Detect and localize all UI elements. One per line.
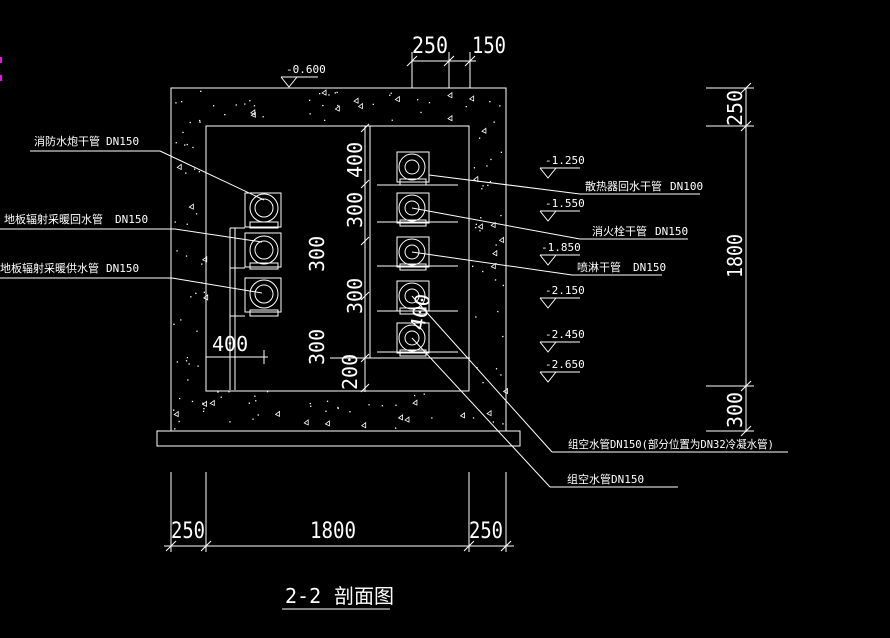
bottom-dimension: 250 1800 250 bbox=[164, 472, 514, 552]
elevation-top: -0.600 bbox=[280, 63, 326, 88]
right-elevations: -1.250 -1.550 -1.850 -2.150 -2.450 -2.65… bbox=[539, 154, 585, 383]
pipe-sprinkler bbox=[396, 236, 430, 271]
right-pipe-rack bbox=[369, 126, 458, 358]
edge-marks bbox=[0, 57, 2, 81]
dim-inner-300b: 300 bbox=[305, 236, 329, 272]
elev-1250: -1.250 bbox=[545, 154, 585, 167]
inner-dimensions: 400 300 300 300 300 200 400 400 bbox=[206, 123, 470, 393]
size-floor-return: DN150 bbox=[115, 213, 148, 226]
pipe-floor-heating-return bbox=[244, 232, 282, 270]
elev-1850: -1.850 bbox=[541, 241, 581, 254]
dim-inner-400-right: 400 bbox=[405, 292, 435, 332]
right-dimension: 250 1800 300 bbox=[706, 82, 754, 437]
elev-2150: -2.150 bbox=[545, 284, 585, 297]
dim-top-150: 150 bbox=[472, 34, 506, 59]
elev-1550: -1.550 bbox=[545, 197, 585, 210]
elev-2450: -2.450 bbox=[545, 328, 585, 341]
drawing-title-block: 2-2 剖面图 bbox=[282, 584, 394, 610]
top-dimension: 250 150 bbox=[406, 34, 506, 88]
label-fire-hydrant: 消火栓干管 bbox=[592, 224, 647, 238]
elevation-label: -0.600 bbox=[286, 63, 326, 76]
size-fire-cannon: DN150 bbox=[106, 135, 139, 148]
callout-chilled-water: 组空水管DN150 bbox=[567, 472, 644, 486]
dim-bottom-250-right: 250 bbox=[469, 519, 503, 544]
right-labels: 散热器回水干管 DN100 消火栓干管 DN150 喷淋干管 DN150 组空水… bbox=[411, 174, 788, 488]
pipe-fire-hydrant bbox=[396, 192, 430, 227]
dim-bottom-1800: 1800 bbox=[310, 519, 356, 544]
pipe-floor-heating-supply bbox=[244, 277, 282, 317]
concrete-trench bbox=[156, 87, 521, 447]
pipe-radiator-return bbox=[396, 151, 430, 186]
size-sprinkler: DN150 bbox=[633, 261, 666, 274]
dim-inner-200: 200 bbox=[338, 354, 362, 390]
dim-inner-400: 400 bbox=[343, 142, 367, 178]
concrete-hatch bbox=[173, 89, 508, 430]
size-floor-supply: DN150 bbox=[106, 262, 139, 275]
dim-right-1800: 1800 bbox=[723, 234, 747, 278]
pipe-fire-cannon bbox=[244, 192, 282, 229]
left-pipe-rack: 消防水炮干管 DN150 地板辐射采暖回水管 DN150 地板辐射采暖供水管 D… bbox=[0, 134, 282, 390]
dim-top-250: 250 bbox=[412, 34, 448, 59]
dim-inner-300c: 300 bbox=[343, 278, 367, 314]
callout-chilled-water-condensate: 组空水管DN150(部分位置为DN32冷凝水管) bbox=[568, 437, 774, 451]
drawing-title: 剖面图 bbox=[334, 584, 394, 608]
dim-inner-300a: 300 bbox=[343, 192, 367, 228]
size-radiator-return: DN100 bbox=[670, 180, 703, 193]
dim-right-250: 250 bbox=[723, 90, 747, 126]
dim-inner-400-left: 400 bbox=[212, 332, 248, 356]
dim-inner-300d: 300 bbox=[305, 329, 329, 365]
label-floor-supply: 地板辐射采暖供水管 bbox=[0, 261, 99, 275]
label-sprinkler: 喷淋干管 bbox=[577, 260, 621, 274]
elev-2650: -2.650 bbox=[545, 358, 585, 371]
label-floor-return: 地板辐射采暖回水管 bbox=[4, 212, 103, 226]
label-fire-cannon: 消防水炮干管 bbox=[34, 134, 100, 148]
dim-right-300: 300 bbox=[723, 392, 747, 428]
size-fire-hydrant: DN150 bbox=[655, 225, 688, 238]
dim-bottom-250-left: 250 bbox=[171, 519, 205, 544]
label-radiator-return: 散热器回水干管 bbox=[585, 179, 662, 193]
drawing-number: 2-2 bbox=[285, 584, 321, 608]
